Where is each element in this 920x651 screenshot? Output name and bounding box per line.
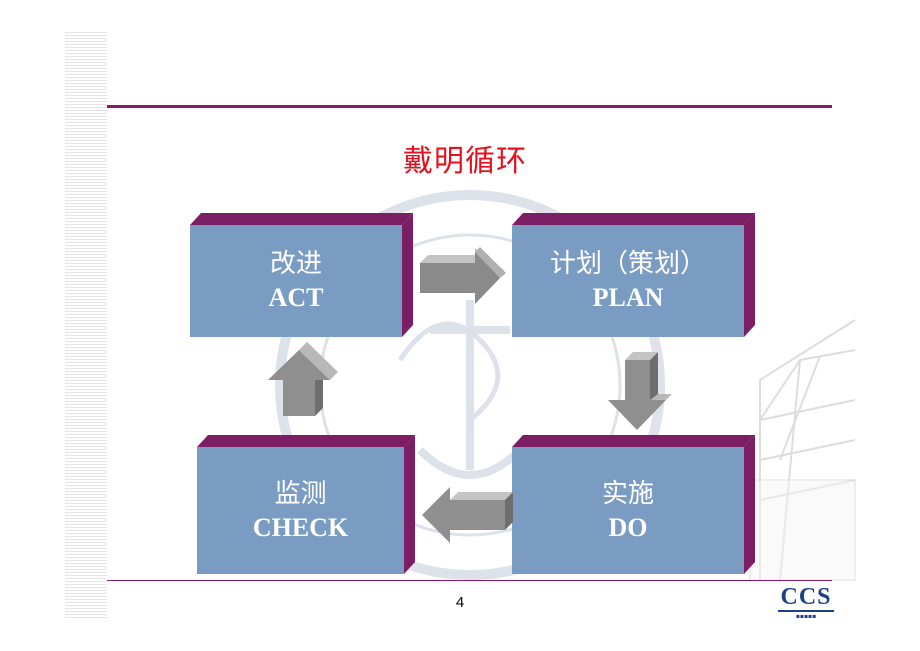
side-stripe-pattern [65, 32, 107, 620]
act-box: 改进 ACT [190, 225, 402, 337]
do-label-en: DO [608, 512, 648, 542]
logo-text: CCS [780, 584, 832, 610]
do-label-cn: 实施 [601, 478, 654, 509]
logo-subtext-mark: ▪▪▪▪▪ [795, 613, 817, 620]
bottom-divider [107, 580, 832, 581]
act-label-cn: 改进 [269, 249, 322, 279]
check-label-en: CHECK [252, 512, 349, 542]
page-title: 戴明循环 [403, 144, 527, 179]
arrow-right-icon [420, 247, 506, 304]
check-box: 监测 CHECK [197, 447, 404, 574]
plan-box: 计划（策划） PLAN [512, 225, 744, 337]
ccs-logo: CCS ▪▪▪▪▪ [776, 584, 836, 620]
check-label-cn: 监测 [274, 478, 327, 509]
arrow-left-icon [422, 487, 513, 543]
plan-label-cn: 计划（策划） [549, 249, 706, 279]
plan-label-en: PLAN [592, 283, 664, 312]
act-label-en: ACT [268, 283, 324, 312]
arrow-down-icon [608, 352, 672, 430]
logo-bar [778, 610, 834, 612]
arrow-up-icon [268, 342, 338, 416]
page-number: 4 [455, 594, 465, 611]
top-divider [107, 105, 832, 108]
do-box: 实施 DO [512, 447, 744, 574]
